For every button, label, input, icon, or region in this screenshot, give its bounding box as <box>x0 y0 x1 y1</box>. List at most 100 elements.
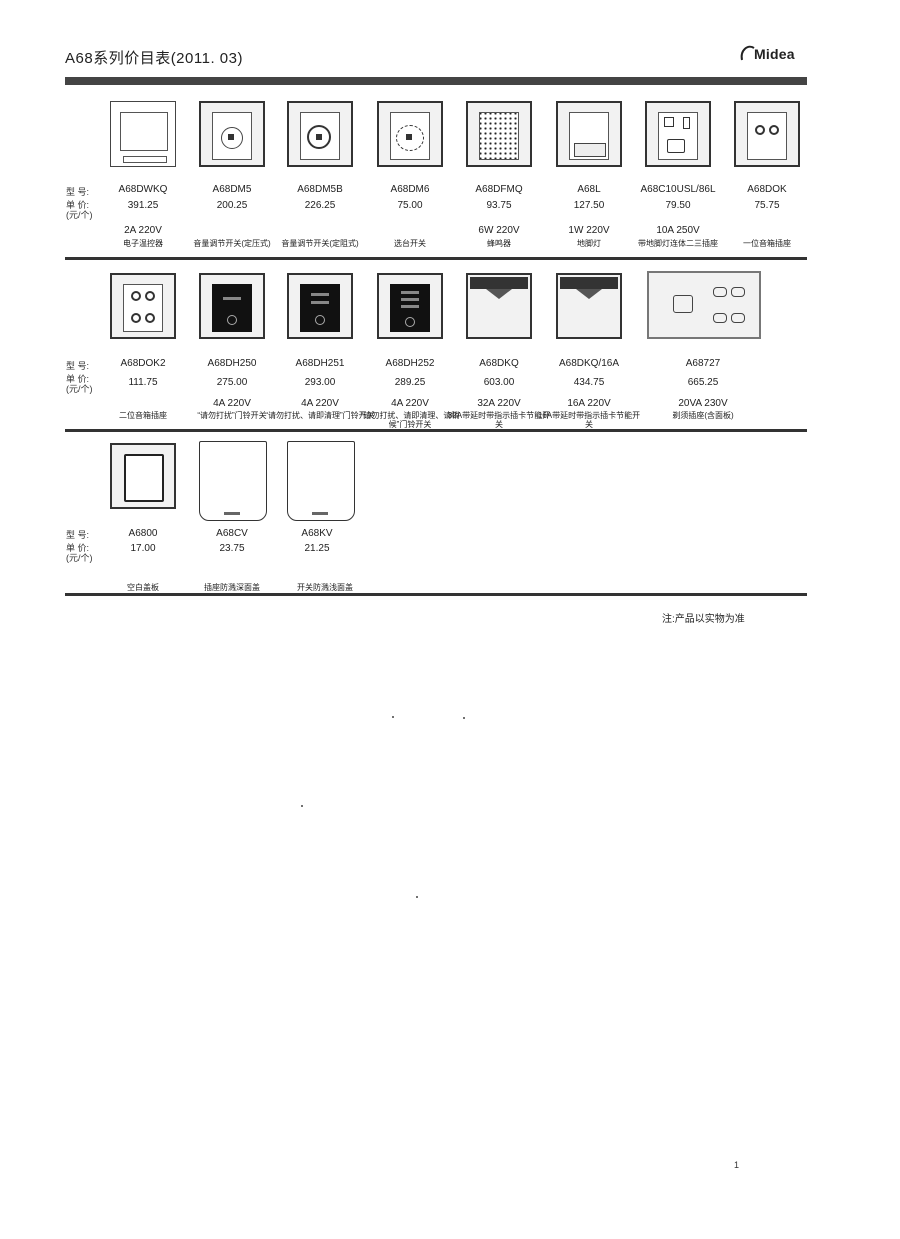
product-model: A68CV <box>216 528 248 539</box>
product-price: 665.25 <box>687 377 719 388</box>
midea-logo-icon <box>740 45 755 61</box>
product-description: 带地脚灯连体二三插座 <box>638 239 718 248</box>
product-model: A68DKQ <box>479 358 519 369</box>
product-spec: 4A 220V <box>213 398 251 409</box>
product-price: 226.25 <box>304 200 336 211</box>
product-price: 127.50 <box>573 200 605 211</box>
product-spec: 4A 220V <box>391 398 429 409</box>
shaver-socket-icon <box>647 271 761 339</box>
brand-name: Midea <box>754 46 795 62</box>
channel-dial-icon <box>377 101 443 167</box>
card-switch-icon <box>466 273 532 339</box>
product-spec: 32A 220V <box>477 398 521 409</box>
splash-cover-icon <box>199 441 267 521</box>
row-labels: 型 号: 单 价: (元/个) <box>66 530 93 563</box>
footer-note: 注:产品以实物为准 <box>662 614 745 625</box>
product-spec: 4A 220V <box>301 398 339 409</box>
product-model: A68727 <box>685 358 721 369</box>
page-title: A68系列价目表(2011. 03) <box>65 50 243 67</box>
product-price: 603.00 <box>483 377 515 388</box>
row-labels: 型 号: 单 价: (元/个) <box>66 187 93 220</box>
product-description: “请勿打扰、请即清理、请稍候”门铃开关 <box>360 411 460 429</box>
foot-light-icon <box>556 101 622 167</box>
row-divider <box>65 593 807 596</box>
product-description: 二位音箱插座 <box>119 411 167 420</box>
unit-label: (元/个) <box>66 210 93 220</box>
product-description: 蜂鸣器 <box>487 239 511 248</box>
product-description: 选台开关 <box>394 239 426 248</box>
product-description: “请勿打扰、请即清理”门铃开关 <box>265 411 375 420</box>
product-description: 16A带延时带指示插卡节能开关 <box>537 411 641 429</box>
splash-cover-icon <box>287 441 355 521</box>
product-model: A68DH251 <box>295 358 345 369</box>
product-model: A68DOK2 <box>120 358 166 369</box>
product-model: A68DH252 <box>385 358 435 369</box>
product-description: 音量调节开关(定压式) <box>193 239 271 248</box>
product-description: 电子温控器 <box>123 239 163 248</box>
product-model: A68DM5B <box>297 184 343 195</box>
product-spec: 6W 220V <box>478 225 520 236</box>
product-price: 17.00 <box>130 543 156 554</box>
scan-speck <box>301 805 303 807</box>
price-label: 单 价: <box>66 543 90 553</box>
product-price: 21.25 <box>304 543 330 554</box>
product-spec: 20VA 230V <box>678 398 728 409</box>
product-model: A68C10USL/86L <box>640 184 716 195</box>
product-price: 200.25 <box>216 200 248 211</box>
product-price: 75.00 <box>397 200 423 211</box>
card-switch-icon <box>556 273 622 339</box>
header-divider <box>65 77 807 85</box>
doorbell-panel-icon <box>199 273 265 339</box>
product-description: 一位音箱插座 <box>743 239 791 248</box>
product-model: A68KV <box>301 528 333 539</box>
volume-dial-icon <box>199 101 265 167</box>
product-model: A68DM5 <box>212 184 252 195</box>
row-divider <box>65 429 807 432</box>
product-price: 75.75 <box>754 200 780 211</box>
speaker-jack-icon <box>734 101 800 167</box>
row-labels: 型 号: 单 价: (元/个) <box>66 361 93 394</box>
row-divider <box>65 257 807 260</box>
product-model: A68DFMQ <box>475 184 523 195</box>
product-model: A68DOK <box>747 184 787 195</box>
product-price: 275.00 <box>216 377 248 388</box>
speaker-jack-double-icon <box>110 273 176 339</box>
product-price: 293.00 <box>304 377 336 388</box>
model-label: 型 号: <box>66 187 90 197</box>
product-price: 289.25 <box>394 377 426 388</box>
scan-speck <box>416 896 418 898</box>
volume-dial-icon <box>287 101 353 167</box>
doorbell-panel-icon <box>377 273 443 339</box>
product-model: A68DKQ/16A <box>558 358 620 369</box>
price-label: 单 价: <box>66 374 90 384</box>
product-price: 93.75 <box>486 200 512 211</box>
product-spec: 16A 220V <box>567 398 611 409</box>
socket-icon <box>645 101 711 167</box>
model-label: 型 号: <box>66 530 90 540</box>
product-description: 32A带延时带指示插卡节能开关 <box>447 411 551 429</box>
page-number: 1 <box>734 1160 740 1170</box>
unit-label: (元/个) <box>66 553 93 563</box>
product-model: A68L <box>577 184 601 195</box>
scan-speck <box>463 717 465 719</box>
product-description: 音量调节开关(定阻式) <box>281 239 359 248</box>
product-price: 434.75 <box>573 377 605 388</box>
product-price: 391.25 <box>127 200 159 211</box>
product-model: A68DH250 <box>207 358 257 369</box>
product-price: 23.75 <box>219 543 245 554</box>
doorbell-panel-icon <box>287 273 353 339</box>
buzzer-grille-icon <box>466 101 532 167</box>
product-price: 111.75 <box>128 377 158 388</box>
scan-speck <box>392 716 394 718</box>
product-spec: 2A 220V <box>124 225 162 236</box>
model-label: 型 号: <box>66 361 90 371</box>
product-description: 插座防溅深面盖 <box>204 583 260 592</box>
unit-label: (元/个) <box>66 384 93 394</box>
blank-plate-icon <box>110 443 176 509</box>
thermostat-icon <box>110 101 176 167</box>
product-model: A6800 <box>128 528 158 539</box>
product-description: 剃须插座(含面板) <box>672 411 734 420</box>
product-price: 79.50 <box>665 200 691 211</box>
product-spec: 10A 250V <box>656 225 700 236</box>
product-description: 空白盖板 <box>127 583 159 592</box>
